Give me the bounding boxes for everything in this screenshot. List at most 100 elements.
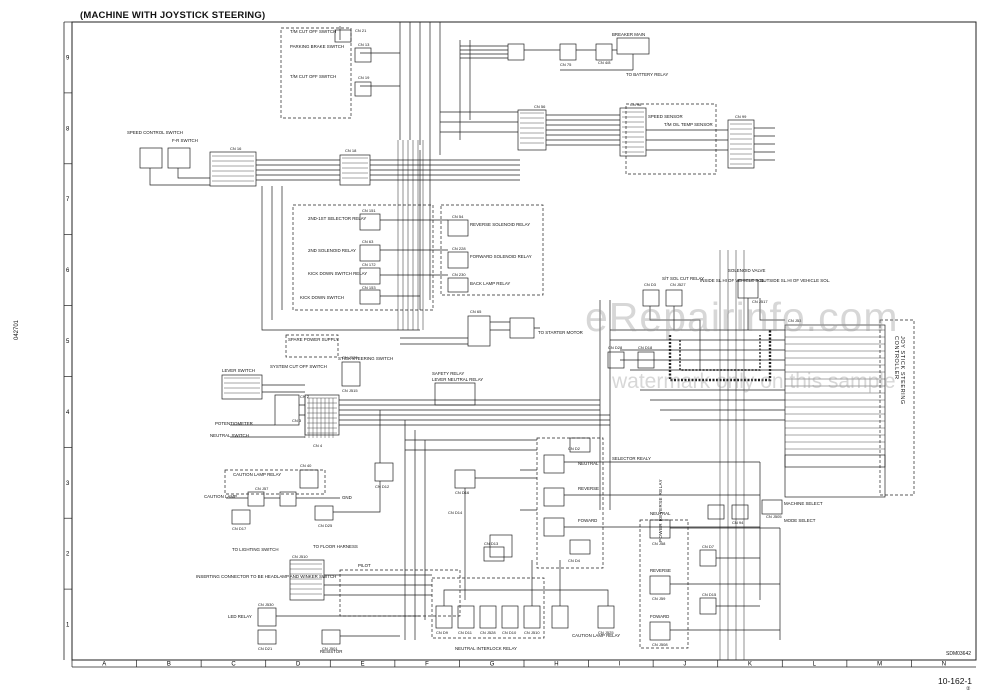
label-lever-neutral: LEVER NEUTRAL RELAY — [432, 377, 483, 382]
watermark-sub: watermark only on this sample — [612, 370, 896, 393]
conn-cn40: CN 40 — [300, 463, 312, 468]
label-fr-switch: F-R SWITCH — [172, 138, 198, 143]
label-potentiometer: POTENTIOMETER — [215, 421, 253, 426]
grid-row-label: 1 — [66, 623, 70, 629]
conn-cn94: CN 94 — [732, 520, 744, 525]
conn-cnj528: CN J528 — [480, 630, 496, 635]
grid-row-label: 3 — [66, 481, 70, 487]
label-sol-2nd: 2ND SOLENOID RELAY — [308, 248, 356, 253]
conn-cnj520: CN J520 — [342, 355, 358, 360]
conn-cnd15: CN D15 — [702, 592, 717, 597]
conn-cn151: CN 151 — [362, 208, 376, 213]
label-system-cutoff: SYSTEM CUT OFF SWITCH — [270, 364, 327, 369]
grid-col-label: A — [102, 662, 106, 668]
conn-cnj517: CN J517 — [752, 299, 768, 304]
grid-col-label: B — [167, 662, 171, 668]
label-inside-vehicle: INSIDE SL.HI OF VEHICLE SOL. — [700, 278, 765, 283]
label-kick-down-relay: KICK DOWN SWITCH RELAY — [308, 271, 367, 276]
label-speed-control: SPEED CONTROL SWITCH — [127, 130, 183, 135]
label-safety-relay: SAFETY RELAY — [432, 371, 464, 376]
conn-cnd7: CN D7 — [702, 544, 715, 549]
grid-row-label: 7 — [66, 197, 70, 203]
label-forward-sol: FORWARD SOLENOID RELAY — [470, 254, 532, 259]
conn-cnd12: CN D12 — [375, 484, 390, 489]
conn-cnd21: CN D21 — [258, 646, 273, 651]
conn-cn13: CN 13 — [358, 42, 370, 47]
grid-col-label: F — [425, 662, 429, 668]
grid-col-label: E — [361, 662, 365, 668]
label-mode-select: MODE SELECT — [784, 518, 816, 523]
label-pn-neutral: NEUTRAL — [650, 511, 671, 516]
sensor-connector-group — [440, 103, 775, 175]
conn-cn99: CN 99 — [735, 114, 747, 119]
label-kick-down-switch: KICK DOWN SWITCH — [300, 295, 344, 300]
label-caution-lamp: CAUTION LAMP — [204, 494, 237, 499]
grid-col-label: M — [877, 662, 882, 668]
label-reverse: REVERSE — [578, 486, 599, 491]
label-pilot: PILOT — [358, 563, 371, 568]
grid-row-label: 8 — [66, 126, 70, 132]
label-caution-lamp-relay: CAUTION LAMP RELAY — [233, 472, 281, 477]
conn-cn4: CN 4 — [313, 443, 323, 448]
label-tm-oil-temp: T/M OIL TEMP SENSOR — [664, 122, 713, 127]
conn-cnj515: CN J515 — [342, 388, 358, 393]
power-reverse-label: POWER REVERSE RELAY — [658, 478, 663, 542]
grid-row-label: 9 — [66, 55, 70, 61]
label-neutral-switch: NEUTRAL SWITCH — [210, 433, 249, 438]
conn-cnd28: CN D28 — [608, 345, 623, 350]
conn-cnj505: CN J505 — [766, 514, 782, 519]
conn-cnj53: CN J53 — [788, 318, 802, 323]
label-to-lighting: TO LIGHTING SWITCH — [232, 547, 279, 552]
label-solenoid-valve: SOLENOID VALVE — [728, 268, 765, 273]
label-tm-cutoff-top: T/M CUT OFF SWITCH — [290, 29, 336, 34]
grid-row-label: 5 — [66, 339, 70, 345]
label-reverse-sol: REVERSE SOLENOID RELAY — [470, 222, 530, 227]
label-outside-vehicle: OUTSIDE SL.HI OF VEHICLE SOL. — [760, 278, 830, 283]
label-stick-steering: STICK STEERING SWITCH — [338, 356, 393, 361]
conn-cnj59: CN J59 — [652, 596, 666, 601]
label-to-starter: TO STARTER MOTOR — [538, 330, 583, 335]
label-inserting: INSERTING CONNECTOR TO BE HEADLAMP AND W… — [196, 574, 336, 579]
conn-cnd4: CN D4 — [568, 558, 581, 563]
label-breaker-main: BREAKER MAIN — [612, 32, 645, 37]
conn-cn18: CN 18 — [345, 148, 357, 153]
conn-cnd9: CN D9 — [436, 630, 449, 635]
conn-cnd13: CN D13 — [484, 541, 499, 546]
relay-block-left — [292, 150, 544, 311]
label-pn-reverse: REVERSE — [650, 568, 671, 573]
grid-col-label: D — [296, 662, 301, 668]
power-reverse-group — [639, 462, 783, 649]
conn-cn230: CN 230 — [452, 272, 466, 277]
label-tm-cutoff: T/M CUT OFF SWITCH — [290, 74, 336, 79]
wire-bundles — [212, 111, 885, 660]
lever-switch-group — [221, 329, 785, 438]
conn-cn3: CN 3 — [292, 418, 302, 423]
conn-cn75: CN 75 — [560, 62, 572, 67]
label-cutoff-relay: S/T SOL CUT RELAY — [662, 276, 704, 281]
conn-cn16: CN 16 — [230, 146, 242, 151]
label-neutral: NEUTRAL — [578, 461, 599, 466]
conn-cnj527: CN J527 — [670, 282, 686, 287]
conn-cn65: CN 65 — [470, 309, 482, 314]
watermark-main: eRepairinfo.com — [585, 294, 899, 340]
conn-cnj510b: CN J510 — [524, 630, 540, 635]
label-speed-sensor: SPEED SENSOR — [648, 114, 683, 119]
conn-cnj525: CN J525 — [598, 630, 614, 635]
conn-cnj508: CN J508 — [652, 642, 668, 647]
conn-cnj58: CN J58 — [652, 541, 666, 546]
side-code: 042701 — [14, 319, 20, 340]
conn-cnd2: CN D2 — [568, 446, 581, 451]
conn-cn98: CN 98 — [630, 102, 642, 107]
conn-cn21: CN 21 — [355, 28, 367, 33]
conn-cnj57: CN J57 — [255, 486, 269, 491]
interlock-group — [257, 546, 615, 645]
grid-row-label: 6 — [66, 268, 70, 274]
conn-cnd25: CN D25 — [318, 523, 333, 528]
conn-cnd14: CN D14 — [448, 510, 463, 515]
conn-cnd10: CN D10 — [502, 630, 517, 635]
label-neutral-interlock: NEUTRAL INTERLOCK RELAY — [455, 646, 517, 651]
caution-lamp-group — [224, 410, 537, 600]
conn-cn172: CN 172 — [362, 262, 376, 267]
conn-cn153: CN 153 — [362, 285, 376, 290]
